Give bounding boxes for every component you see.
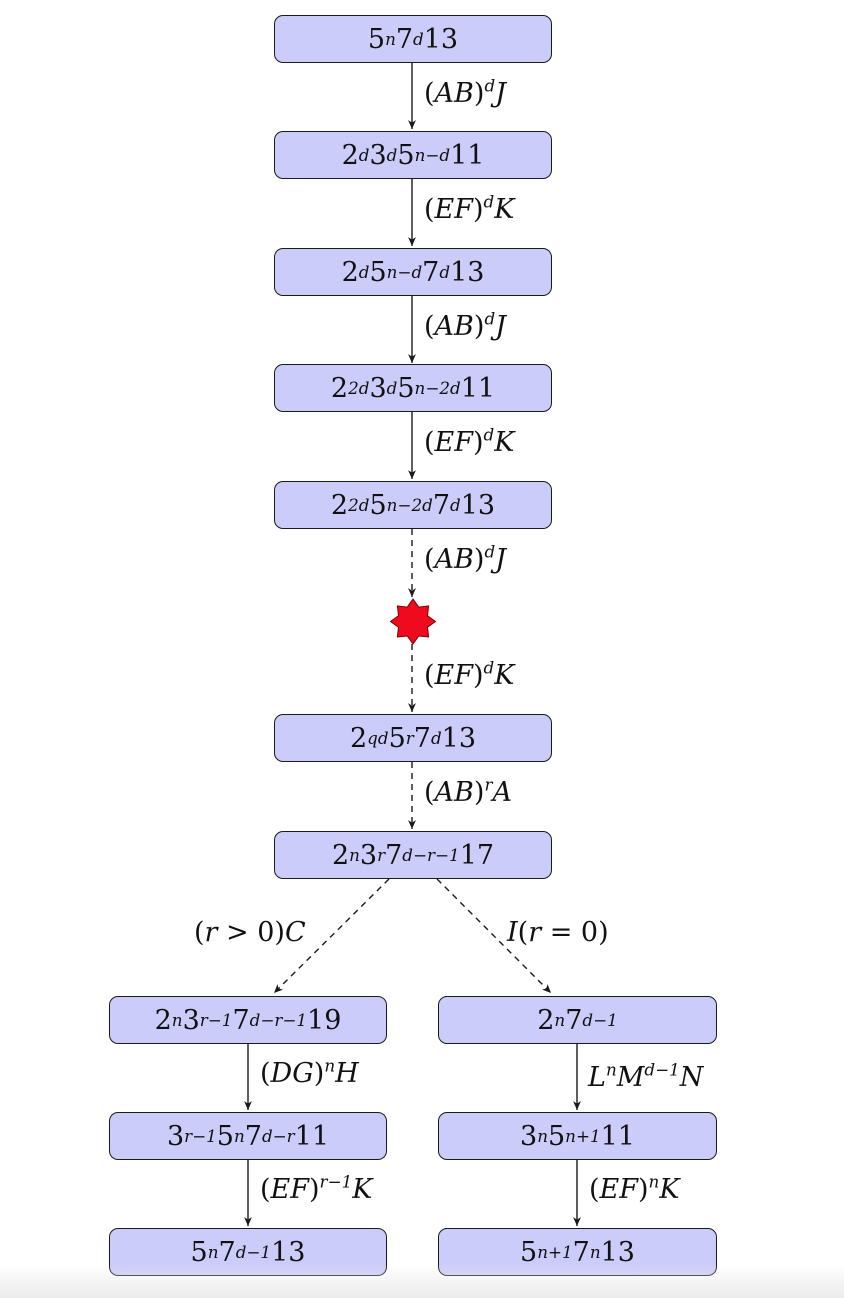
edge-label-e9: I(r = 0) — [507, 917, 609, 948]
edge-label-e7: (AB)rA — [424, 774, 512, 808]
edge-label-e4: (EF)dK — [424, 424, 515, 458]
edge-label-e11: (EF)r−1K — [260, 1171, 373, 1205]
edge-label-e13: (EF)nK — [589, 1171, 680, 1205]
edge-label-e1: (AB)dJ — [424, 75, 506, 109]
edge-n7-n8 — [273, 878, 390, 994]
edge-label-e8: (r > 0)C — [194, 917, 306, 948]
edge-label-e12: LnMd−1N — [588, 1059, 704, 1093]
edge-label-e10: (DG)nH — [260, 1055, 359, 1089]
edge-n7-n11 — [436, 878, 552, 994]
edge-label-e2: (EF)dK — [424, 191, 515, 225]
edge-label-e6: (EF)dK — [424, 657, 515, 691]
bottom-fade — [0, 1264, 844, 1298]
edge-label-e3: (AB)dJ — [424, 308, 506, 342]
explosion-star-icon — [389, 598, 437, 645]
edge-label-e5: (AB)dJ — [424, 541, 506, 575]
